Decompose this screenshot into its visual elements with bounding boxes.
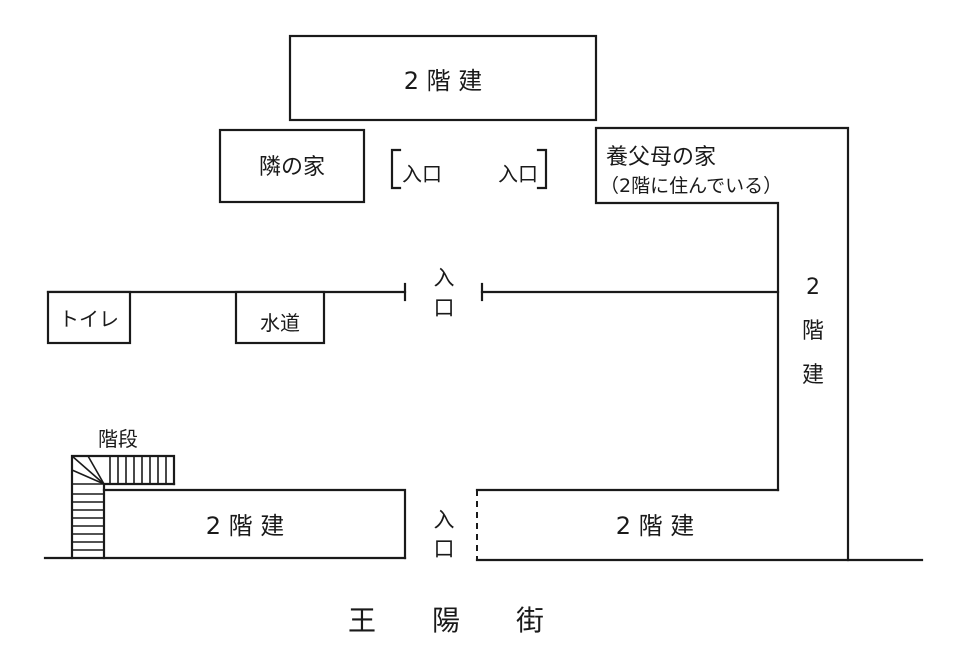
bottom-entrance-label-top: 入 [434,508,455,532]
stair-winder [87,455,105,485]
entrance-left-label: 入口 [402,162,442,186]
stairs-drawing [70,454,176,560]
bottom-entrance-label-bottom: 口 [434,537,455,561]
right-building-label-3: 建 [802,363,824,388]
stair-winder [71,455,105,485]
stairs-label: 階段 [98,427,138,451]
entrance-right-label: 入口 [498,162,538,186]
bottom-left-building-label: 2 階 建 [206,512,285,540]
street-name-label: 王 陽 街 [348,604,544,637]
toilet-label: トイレ [59,307,119,331]
top-two-storey-building [288,34,598,122]
water-tap-label: 水道 [260,311,300,335]
water-tap-box [234,290,326,345]
top-building-label: 2 階 建 [404,67,483,95]
toilet-box [46,290,132,345]
right-building-label-1: 2 [806,275,820,300]
stair-winder [71,469,105,485]
neighbor-house-label: 隣の家 [259,155,325,180]
right-building-label-2: 階 [802,319,824,344]
foster-parents-house-label: 養父母の家 [606,145,716,170]
stairs-outer-edge [70,454,176,560]
entrance-left-bracket [390,148,402,190]
neighbor-house-box [218,128,366,204]
stairs-inner-edge [102,482,176,560]
foster-parents-note: （2階に住んでいる） [600,175,782,197]
center-entrance-label-bottom: 口 [434,296,455,320]
bottom-right-building-label: 2 階 建 [616,512,695,540]
entrance-right-bracket [536,148,548,190]
foster-parents-house-outline [594,126,850,562]
center-entrance-label-top: 入 [434,266,455,290]
